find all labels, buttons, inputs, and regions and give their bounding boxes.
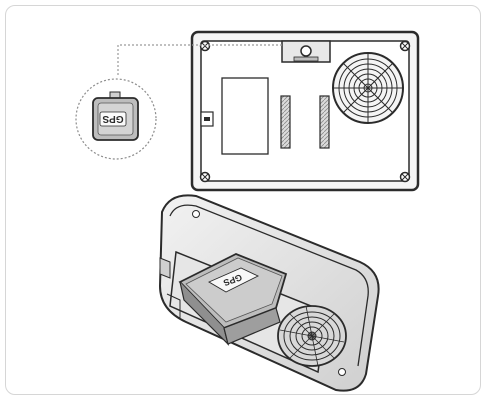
- installed-gps-module: GPS: [178, 253, 288, 346]
- speaker-grill-perspective: [277, 305, 347, 367]
- battery-cover: [221, 77, 269, 155]
- corner-screws: [199, 40, 411, 183]
- device-perspective-view: GPS: [158, 194, 380, 392]
- gps-slot: [281, 40, 331, 63]
- gps-module-label-top: GPS: [102, 113, 123, 124]
- vent-slots: [280, 95, 330, 149]
- gps-module-callout: GPS: [75, 78, 157, 160]
- device-back-view: [190, 30, 420, 192]
- callout-leader: [117, 44, 282, 76]
- speaker-grill: [332, 52, 404, 124]
